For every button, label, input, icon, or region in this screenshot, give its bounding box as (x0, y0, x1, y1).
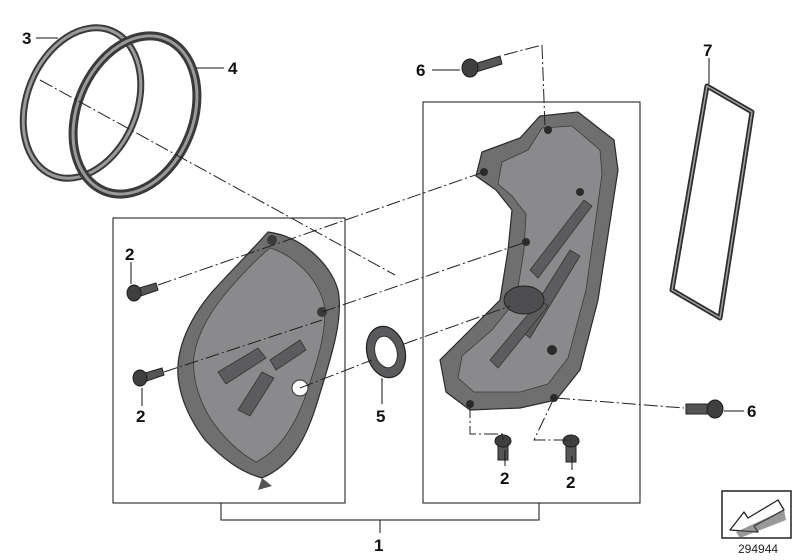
bolt-6-top (461, 55, 503, 78)
center-line-left-top (157, 171, 485, 286)
bolt-2-lower-left (132, 367, 165, 387)
left-cover-frame (112, 217, 346, 504)
callout-6-top: 6 (416, 61, 425, 80)
gasket-7 (669, 83, 755, 321)
center-line-bolt6-top-v (541, 44, 546, 129)
center-line-bolt2-right (533, 397, 571, 441)
shaft-seal-5 (365, 325, 407, 379)
seal-ring-4 (68, 31, 202, 199)
left-timing-cover (177, 231, 341, 490)
center-line-rings (39, 79, 396, 276)
arrow-direction-icon (721, 490, 792, 539)
callout-1: 1 (374, 536, 383, 555)
center-line-bolt6-right (555, 397, 685, 409)
bolt-2-bottom-right (562, 434, 580, 463)
callout-2-lower-left: 2 (136, 407, 145, 426)
callout-2-upper-left: 2 (125, 245, 134, 264)
center-line-left-mid (321, 241, 527, 313)
o-ring-3 (19, 24, 145, 182)
center-line-seal (299, 359, 373, 389)
callout-7: 7 (703, 41, 712, 60)
right-cover-frame (422, 101, 641, 504)
center-line-bolt2-mid (469, 404, 504, 440)
center-line-bolt6-top (503, 44, 543, 56)
center-line-seal-right (403, 305, 511, 345)
callout-5: 5 (376, 407, 385, 426)
callout-6-right: 6 (747, 402, 756, 421)
assembly-bracket (220, 503, 540, 521)
bolt-6-right (685, 399, 724, 419)
callout-4: 4 (228, 59, 238, 78)
diagram-id: 294944 (738, 542, 778, 556)
bolt-2-upper-left (126, 282, 159, 302)
callout-3: 3 (22, 29, 31, 48)
center-line-left-low (163, 319, 323, 373)
callout-2-bottom-middle: 2 (500, 469, 509, 488)
callout-2-bottom-right: 2 (566, 473, 575, 492)
right-timing-cover (439, 111, 619, 411)
